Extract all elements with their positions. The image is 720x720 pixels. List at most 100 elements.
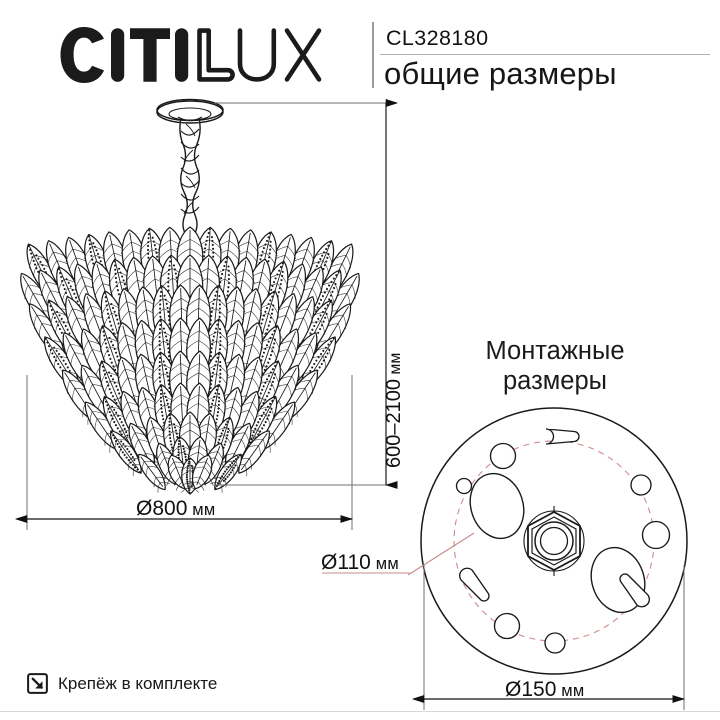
crystal-petal (176, 254, 204, 322)
mounting-plate (420, 407, 688, 675)
crystal-petal (226, 390, 260, 447)
crystal-petal (209, 453, 242, 493)
crystal-petal (219, 422, 252, 472)
crystal-petal (184, 382, 211, 442)
crystal-petal (99, 360, 135, 420)
crystal-petal (199, 285, 229, 352)
header-divider (372, 22, 374, 88)
crystal-petal (278, 332, 318, 392)
crystal-petal (117, 356, 151, 418)
crystal-petal (168, 317, 196, 383)
crystal-petal (168, 284, 196, 352)
crystal-petal (159, 254, 189, 322)
crystal-petal (100, 290, 134, 355)
crystal-petal (199, 351, 229, 415)
crystal-petal (270, 263, 307, 328)
crystal-petal (120, 390, 154, 447)
crystal-petal (80, 364, 120, 423)
crystal-petal (309, 303, 352, 363)
crystal-petal (167, 454, 193, 491)
crystal-petal (62, 369, 104, 425)
crystal-petal (62, 332, 102, 392)
plate-hole (641, 520, 671, 550)
crystal-petal (171, 436, 195, 482)
crystal-petal (262, 328, 299, 390)
crystal-petal (108, 258, 142, 325)
header-rule (380, 54, 710, 56)
crystal-petal (229, 356, 263, 418)
plate-hole (544, 632, 566, 654)
mounting-title-line2: размеры (503, 367, 607, 395)
crystal-petal (153, 384, 182, 443)
crystal-petal (197, 442, 224, 486)
crystal-petal (162, 412, 189, 466)
crystal-petal (223, 256, 255, 323)
crystal-petal (214, 353, 246, 416)
crystal-petal (156, 442, 183, 486)
header-subtitle: общие размеры (384, 56, 617, 91)
crystal-petal (116, 322, 149, 386)
crystal-petal (178, 411, 202, 465)
crystal-petal (263, 233, 296, 295)
crystal-petal (294, 336, 337, 394)
crystal-petal (28, 303, 71, 363)
crystal-petal (151, 351, 181, 415)
crystal-petal (117, 288, 150, 354)
plate-slot (459, 567, 490, 602)
crystal-petal (246, 290, 280, 355)
crystal-petal (230, 288, 263, 354)
crystal-petal (73, 263, 110, 328)
crystal-petal (120, 229, 152, 292)
crystal-petal (277, 296, 315, 359)
crystal-petal (302, 269, 342, 332)
crystal-petal (151, 285, 181, 352)
chandelier-petal-layer (20, 226, 360, 495)
crystal-petal (254, 260, 289, 326)
plate-oval (469, 472, 525, 540)
crystal-petal (45, 240, 82, 300)
plate-slot (619, 573, 650, 608)
crystal-petal (176, 226, 204, 290)
crystal-petal (134, 286, 165, 353)
crystal-petal (168, 350, 196, 414)
crystal-petal (215, 286, 246, 353)
crystal-petal (210, 227, 241, 291)
product-sku: CL328180 (386, 26, 489, 50)
crystal-petal (139, 227, 170, 291)
crystal-petal (81, 328, 118, 390)
crystal-petal (128, 422, 161, 472)
suspension-chain (179, 117, 201, 234)
crystal-petal (157, 226, 187, 290)
crystal-petal (26, 243, 64, 302)
crystal-petal (125, 256, 157, 323)
crystal-petal (298, 240, 335, 300)
crystal-petal (191, 254, 221, 322)
crystal-petal (231, 322, 264, 386)
mounting-section-title: Монтажные размеры (440, 336, 670, 396)
plate-ovals (469, 472, 646, 614)
crystal-petal (215, 319, 247, 384)
box-arrow-in-icon (27, 673, 48, 694)
crystal-petal (238, 258, 272, 325)
crystal-petal (65, 296, 103, 359)
plate-outer-circle (420, 407, 688, 675)
crystal-petal (142, 255, 173, 323)
crystal-petal (84, 401, 125, 453)
crystal-petal (228, 229, 260, 292)
crystal-petal (281, 236, 315, 298)
height-600-2100-label: 600–2100 мм (383, 352, 405, 468)
crystal-petal (260, 364, 300, 423)
crystal-petal (193, 226, 223, 290)
crystal-petal (43, 336, 86, 394)
crystal-petal (261, 293, 297, 357)
crystal-petal (169, 382, 196, 442)
plate-hole (493, 612, 521, 640)
crystal-petal (133, 319, 165, 384)
mounting-title-line1: Монтажные (485, 337, 625, 365)
bolt-circle-110-label: Ø110 мм (321, 551, 400, 574)
crystal-petal (180, 457, 200, 495)
crystal-petal (151, 318, 180, 384)
crystal-petal (83, 293, 119, 357)
crystal-petal (102, 231, 135, 293)
